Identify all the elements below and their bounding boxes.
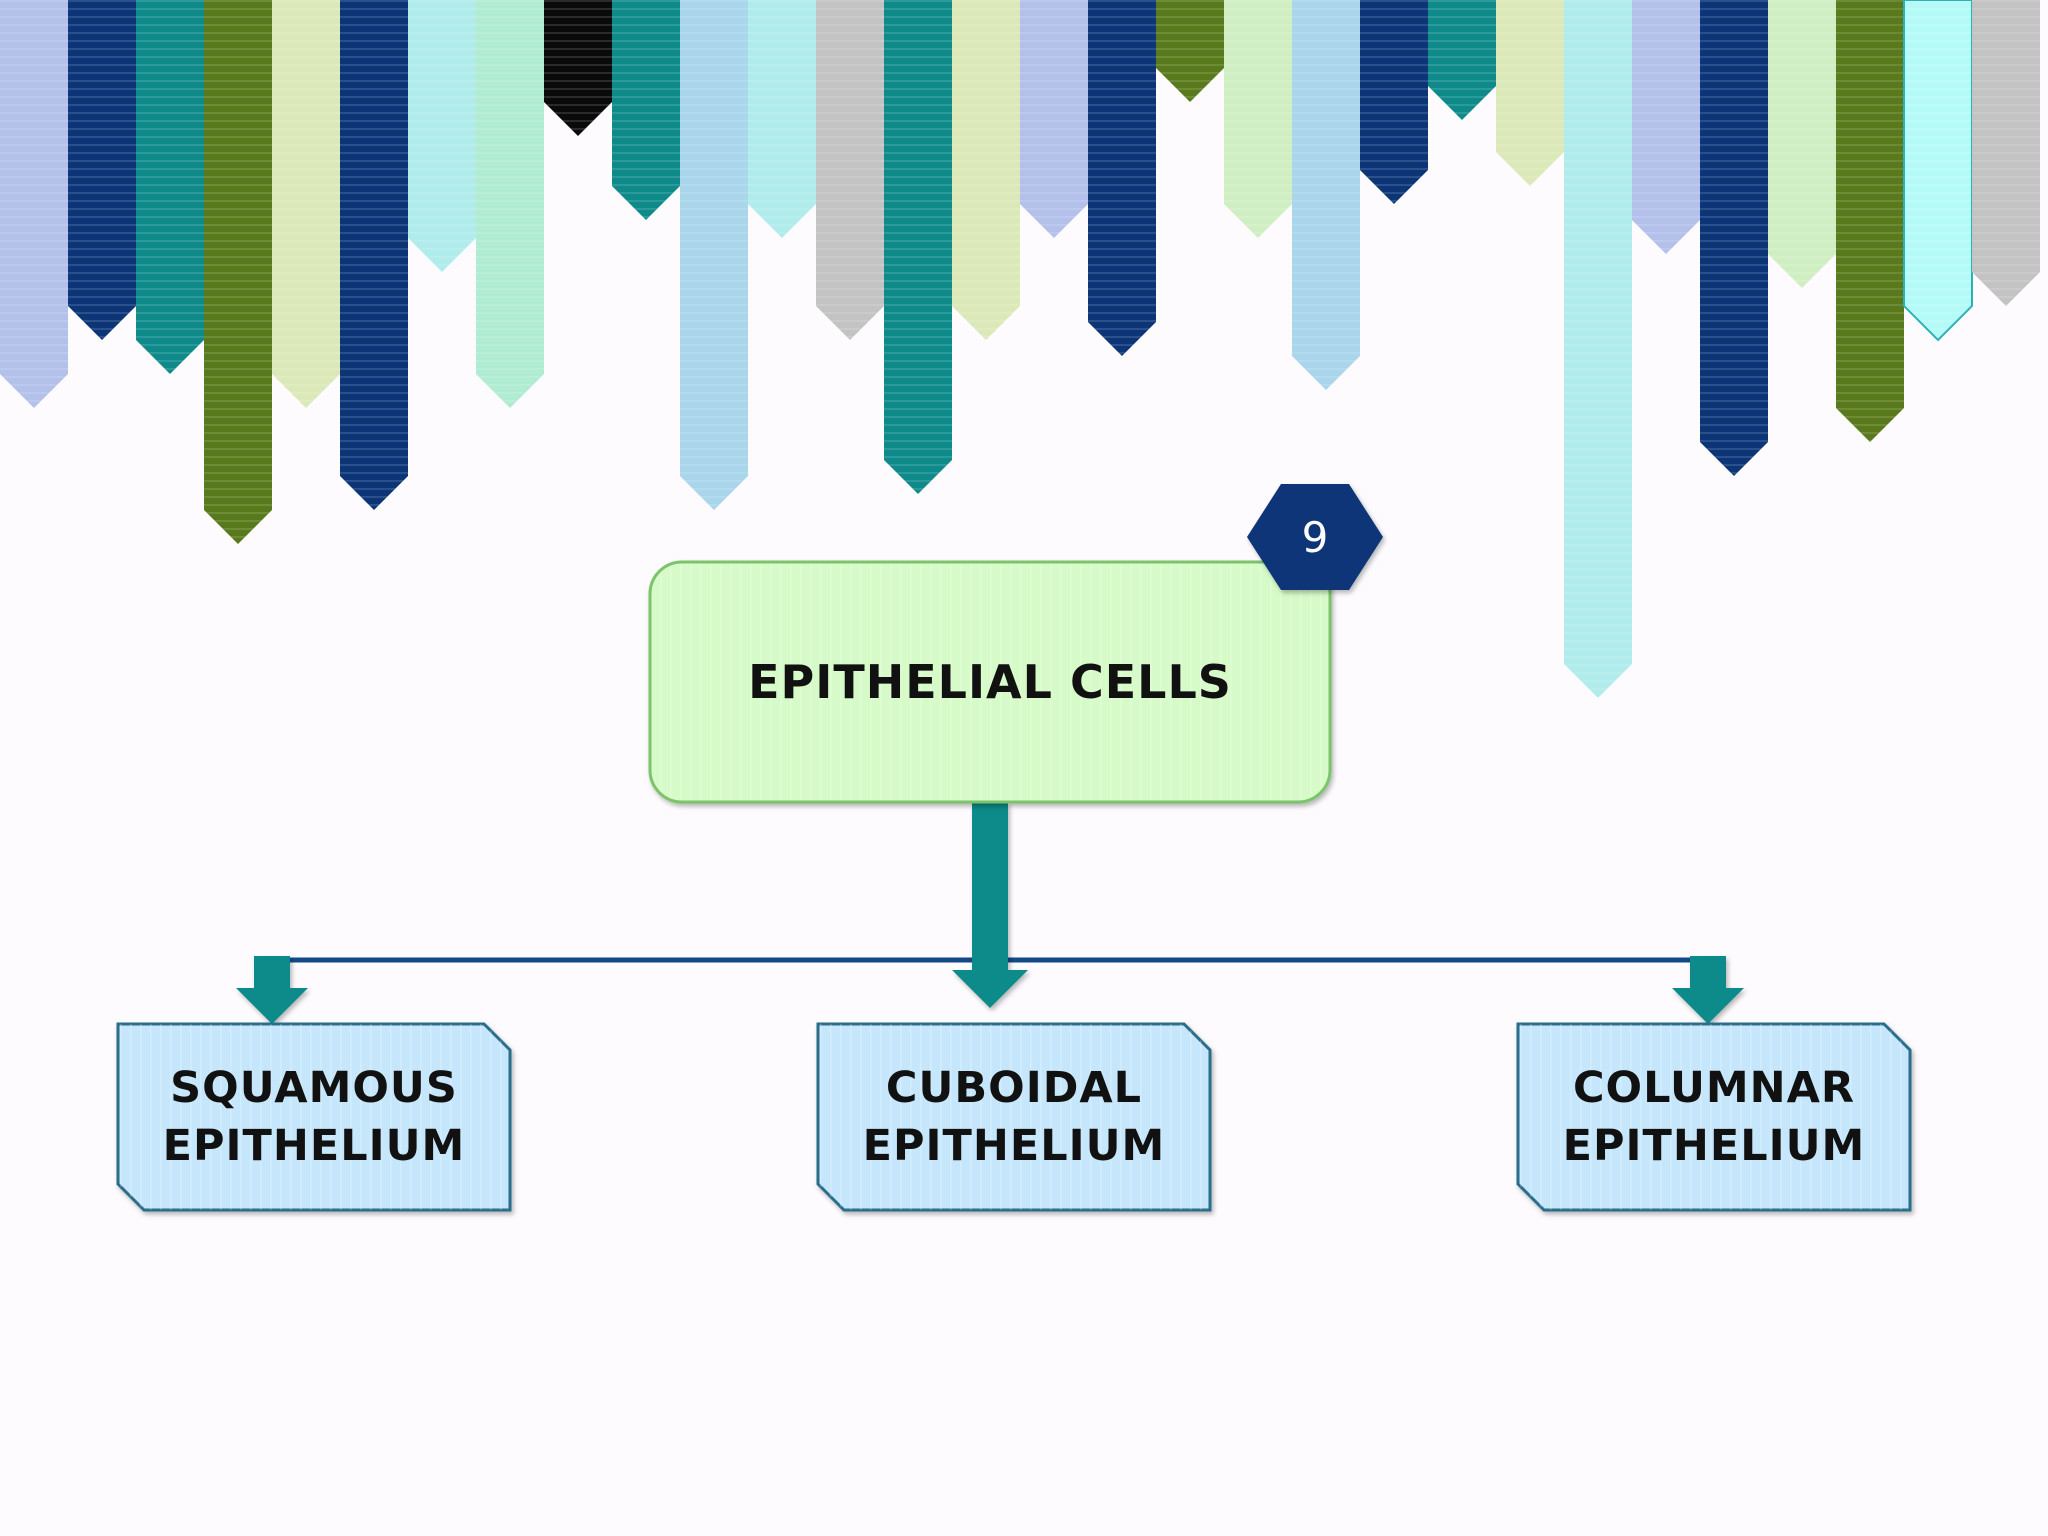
ribbon-stripe [1428,0,1496,120]
ribbon-stripe [1496,0,1564,186]
ribbon-stripe [612,0,680,220]
child-node-box [816,1022,1212,1212]
child-node-box [1516,1022,1912,1212]
ribbon-stripe [272,0,340,408]
child-node-box [116,1022,512,1212]
ribbon-stripe [476,0,544,408]
badge-hexagon [1247,484,1383,590]
diagram-shapes [116,484,1912,1212]
ribbon-stripe [408,0,476,272]
ribbon-stripe [1768,0,1836,288]
ribbon-stripe [952,0,1020,340]
ribbon-stripe [748,0,816,238]
main-down-arrow [952,802,1028,1008]
ribbon-stripe [1224,0,1292,238]
root-node [648,560,1332,804]
ribbon-stripe [0,0,68,408]
ribbon-stripe [884,0,952,494]
ribbon-stripe [1020,0,1088,238]
ribbon-stripe [1088,0,1156,356]
right-branch-arrow [1672,956,1744,1024]
ribbon-stripe [1632,0,1700,254]
ribbon-stripe [1700,0,1768,476]
ribbon-group [0,0,2040,698]
ribbon-stripe [816,0,884,340]
ribbon-stripe [680,0,748,510]
ribbon-stripe [1564,0,1632,698]
ribbon-stripe [1836,0,1904,442]
badge-number: 9 [1301,512,1329,562]
ribbon-stripe [1972,0,2040,306]
ribbon-stripe [544,0,612,136]
ribbon-stripe [1292,0,1360,390]
ribbon-stripe [68,0,136,340]
ribbon-stripe [204,0,272,544]
ribbon-stripe [136,0,204,374]
left-branch-arrow [236,956,308,1024]
ribbon-stripe [340,0,408,510]
ribbon-stripe [1156,0,1224,102]
ribbon-stripe [1903,0,1973,342]
ribbon-stripe [1360,0,1428,204]
